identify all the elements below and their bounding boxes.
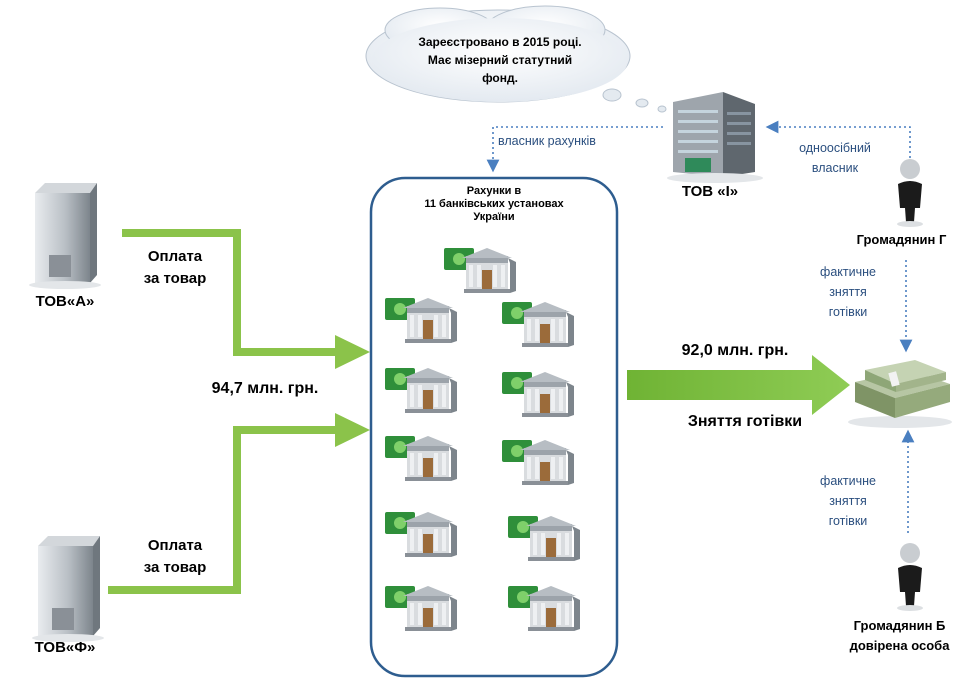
thought-cloud [365,5,667,113]
actual-withdrawal-top-line-1: фактичне [820,265,876,279]
payment-arrow-f [108,413,370,594]
person-g-icon [897,159,923,227]
accounts-title: Рахунки в 11 банківських установах Украї… [378,185,610,224]
cloud-note: Зареєстровано в 2015 році. Має мізерний … [390,33,610,87]
citizen-b-line-1: Громадянин Б [853,618,946,633]
payment-f-line-1: Оплата [147,537,203,554]
accounts-title-line-1: Рахунки в [466,185,522,197]
payment-f-label: Оплата за товар [130,535,220,579]
office-building-a-icon [29,183,101,289]
accounts-title-line-3: України [473,211,515,223]
payment-f-line-2: за товар [143,559,207,576]
cloud-line-2: Має мізерний статутний [427,53,573,67]
actual-withdrawal-bottom-line-1: фактичне [820,474,876,488]
person-b-icon [897,543,923,611]
cloud-line-1: Зареєстровано в 2015 році. [418,35,582,49]
withdrawal-arrow [627,355,850,415]
dotted-connectors [486,120,915,533]
money-stack-icon [848,360,952,428]
incoming-amount-label: 94,7 млн. грн. [211,380,319,397]
tov-i-label: ТОВ «І» [681,183,739,200]
office-building-f-icon [32,536,104,642]
sole-owner-line-2: власник [811,161,859,175]
payment-arrow-a [122,229,370,369]
actual-withdrawal-top-label: фактичне зняття готівки [798,262,898,322]
tov-a-label: ТОВ«А» [35,293,95,310]
actual-withdrawal-bottom-line-3: готівки [828,514,868,528]
actual-withdrawal-bottom-label: фактичне зняття готівки [798,471,898,531]
actual-withdrawal-top-line-2: зняття [829,285,867,299]
payment-a-line-2: за товар [143,270,207,287]
actual-withdrawal-bottom-line-2: зняття [829,494,867,508]
cloud-line-3: фонд. [482,71,518,85]
accounts-box [369,176,619,678]
owner-of-accounts-label: власник рахунків [498,134,596,148]
citizen-g-label: Громадянин Г [856,232,947,247]
payment-a-label: Оплата за товар [130,246,220,290]
sole-owner-line-1: одноосібний [799,141,871,155]
tov-f-label: ТОВ«Ф» [34,639,96,656]
payment-a-line-1: Оплата [147,248,203,265]
withdrawal-label: Зняття готівки [687,413,803,430]
accounts-title-line-2: 11 банківських установах [424,198,564,210]
outgoing-amount-label: 92,0 млн. грн. [681,342,789,359]
sole-owner-label: одноосібний власник [780,138,890,178]
citizen-b-line-2: довірена особа [849,638,950,653]
actual-withdrawal-top-line-3: готівки [828,305,868,319]
citizen-b-label: Громадянин Б довірена особа [832,616,967,656]
office-tower-i-icon [667,92,763,183]
